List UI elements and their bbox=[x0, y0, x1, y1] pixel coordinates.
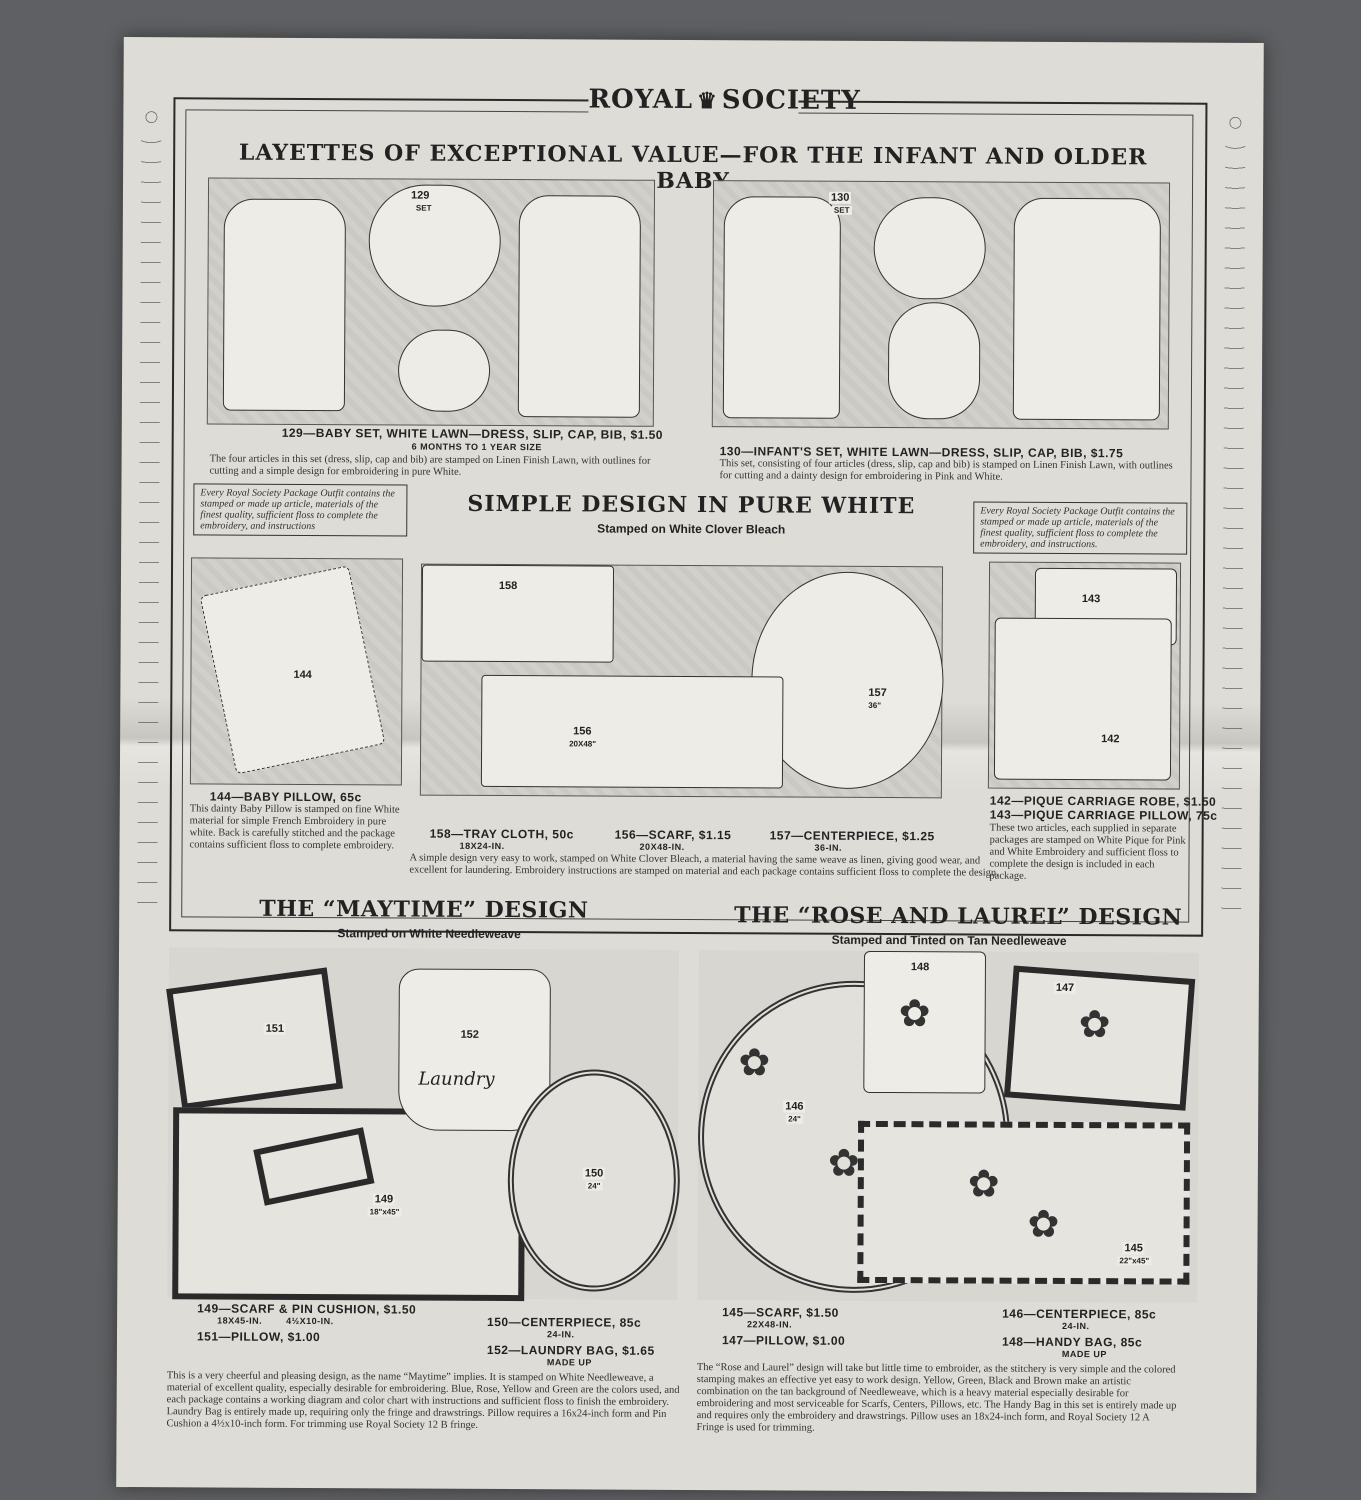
item-152-number: 152 bbox=[458, 1028, 481, 1041]
cap-129 bbox=[397, 329, 491, 412]
item-158-number: 158 bbox=[496, 579, 520, 593]
handy-bag-caption: 148—HANDY BAG, 85c bbox=[1001, 1334, 1143, 1350]
rose-scarf-caption: 145—SCARF, $1.50 bbox=[722, 1305, 839, 1320]
set-129-number: 129 bbox=[408, 189, 432, 202]
vine-border-right bbox=[1221, 112, 1246, 913]
rose-pillow-caption: 147—PILLOW, $1.00 bbox=[721, 1333, 846, 1348]
carriage-robe-caption: 142—PIQUE CARRIAGE ROBE, $1.50 bbox=[989, 793, 1217, 809]
item-146-number: 146 bbox=[783, 1100, 806, 1113]
pillow-151 bbox=[166, 967, 344, 1111]
rose-scarf-size: 22X48-IN. bbox=[747, 1319, 793, 1330]
crown-icon: ♛ bbox=[697, 88, 718, 115]
item-143-number: 143 bbox=[1079, 593, 1103, 606]
baby-pillow-illustration: 144 bbox=[189, 557, 404, 786]
item-151-number: 151 bbox=[263, 1022, 287, 1035]
rose-laurel-illustration: ✿ ✿ ✿ ✿ ✿ ✿ 148 147 146 24" 145 22"x45" bbox=[697, 950, 1200, 1303]
rose-icon: ✿ bbox=[738, 1042, 771, 1085]
handy-bag-made-up: MADE UP bbox=[1061, 1348, 1107, 1360]
set-130-tag: SET bbox=[831, 205, 852, 215]
item-144-number: 144 bbox=[291, 668, 314, 682]
rose-icon: ✿ bbox=[967, 1163, 1000, 1206]
maytime-scarf-size: 18X45-IN. 4½X10-IN. bbox=[217, 1315, 334, 1327]
item-145-size: 22"x45" bbox=[1117, 1256, 1152, 1266]
laundry-bag-made-up: MADE UP bbox=[546, 1357, 592, 1368]
rose-icon: ✿ bbox=[1027, 1203, 1060, 1246]
maytime-centerpiece-caption: 150—CENTERPIECE, 85c bbox=[487, 1314, 642, 1330]
rose-centerpiece-size: 24-IN. bbox=[1062, 1320, 1090, 1332]
item-142-number: 142 bbox=[1099, 733, 1122, 746]
slip-129 bbox=[517, 195, 641, 418]
tray-scarf-center-illustration: 158 157 36" 156 20X48" bbox=[419, 563, 945, 799]
brand-right: SOCIETY bbox=[721, 85, 861, 116]
rose-laurel-description: The “Rose and Laurel” design will take b… bbox=[696, 1362, 1177, 1434]
item-157-size: 36" bbox=[866, 700, 884, 711]
item-148-number: 148 bbox=[908, 961, 932, 974]
item-156-number: 156 bbox=[571, 725, 594, 738]
set-130-description: This set, consisting of four articles (d… bbox=[719, 458, 1173, 483]
tray-cloth-caption: 158—TRAY CLOTH, 50c bbox=[429, 826, 574, 842]
maytime-subtitle: Stamped on White Needleweave bbox=[337, 926, 521, 942]
maytime-scarf-caption: 149—SCARF & PIN CUSHION, $1.50 bbox=[197, 1301, 417, 1317]
item-149-number: 149 bbox=[372, 1193, 396, 1206]
maytime-pillow-caption: 151—PILLOW, $1.00 bbox=[196, 1329, 321, 1345]
rose-icon: ✿ bbox=[827, 1142, 860, 1185]
maytime-centerpiece-size: 24-IN. bbox=[546, 1329, 575, 1340]
rose-icon: ✿ bbox=[1078, 1004, 1111, 1047]
vine-border-left bbox=[137, 107, 162, 908]
dress-129 bbox=[222, 198, 346, 412]
rose-icon: ✿ bbox=[898, 993, 931, 1036]
set-129-caption: 129—BABY SET, WHITE LAWN—DRESS, SLIP, CA… bbox=[281, 425, 664, 442]
item-156-size: 20X48" bbox=[567, 739, 599, 749]
scarf-156-size: 20X48-IN. bbox=[639, 841, 685, 852]
simple-design-title: SIMPLE DESIGN IN PURE WHITE bbox=[467, 490, 916, 520]
brand-left: ROYAL bbox=[588, 84, 694, 116]
rose-laurel-title: THE “ROSE AND LAUREL” DESIGN bbox=[734, 902, 1183, 931]
centerpiece-157-size: 36-IN. bbox=[814, 842, 843, 853]
maytime-description: This is a very cheerful and pleasing des… bbox=[166, 1370, 680, 1431]
royal-society-logo: ROYAL♛SOCIETY bbox=[588, 84, 861, 116]
baby-pillow-caption: 144—BABY PILLOW, 65c bbox=[209, 789, 362, 805]
tray-cloth-size: 18X24-IN. bbox=[459, 840, 505, 852]
carriage-robe-142 bbox=[993, 617, 1172, 781]
item-157-number: 157 bbox=[866, 686, 889, 700]
rose-centerpiece-caption: 146—CENTERPIECE, 85c bbox=[1002, 1306, 1157, 1322]
scarf-156-caption: 156—SCARF, $1.15 bbox=[614, 827, 732, 843]
laundry-script: Laundry bbox=[418, 1068, 495, 1090]
item-146-size: 24" bbox=[786, 1114, 803, 1124]
item-150-size: 24" bbox=[585, 1181, 603, 1191]
cap-130 bbox=[873, 196, 986, 300]
item-145-number: 145 bbox=[1122, 1242, 1145, 1255]
centerpiece-150 bbox=[507, 1069, 681, 1292]
rose-laurel-subtitle: Stamped and Tinted on Tan Needleweave bbox=[831, 932, 1067, 948]
simple-design-description: A simple design very easy to work, stamp… bbox=[409, 852, 999, 879]
set-130-number: 130 bbox=[828, 191, 852, 204]
catalog-page: ROYAL♛SOCIETY LAYETTES OF EXCEPTIONAL VA… bbox=[116, 37, 1264, 1493]
laundry-bag-caption: 152—LAUNDRY BAG, $1.65 bbox=[486, 1342, 655, 1358]
scarf-156 bbox=[480, 674, 784, 789]
carriage-pillow-caption: 143—PIQUE CARRIAGE PILLOW, 75c bbox=[989, 807, 1218, 823]
bib-129 bbox=[368, 184, 502, 308]
bib-130 bbox=[887, 302, 981, 420]
item-149-size: 18"x45" bbox=[367, 1207, 402, 1217]
carriage-description: These two articles, each supplied in sep… bbox=[989, 822, 1186, 882]
slip-130 bbox=[722, 196, 841, 419]
set-129-size: 6 MONTHS TO 1 YEAR SIZE bbox=[411, 441, 542, 453]
maytime-illustration: 151 152 Laundry 149 18"x45" 150 24" bbox=[166, 947, 681, 1302]
centerpiece-157-caption: 157—CENTERPIECE, $1.25 bbox=[769, 828, 935, 844]
set-129-tag: SET bbox=[413, 203, 434, 213]
item-147-number: 147 bbox=[1053, 981, 1077, 995]
baby-pillow-description: This dainty Baby Pillow is stamped on fi… bbox=[189, 803, 400, 852]
set-129-illustration: 129 SET bbox=[206, 177, 656, 427]
set-130-illustration: 130 SET bbox=[711, 180, 1171, 430]
item-150-number: 150 bbox=[582, 1167, 606, 1180]
carriage-set-illustration: 143 142 bbox=[987, 561, 1182, 790]
maytime-title: THE “MAYTIME” DESIGN bbox=[259, 895, 589, 924]
dress-130 bbox=[1012, 197, 1161, 421]
set-129-description: The four articles in this set (dress, sl… bbox=[209, 453, 651, 478]
